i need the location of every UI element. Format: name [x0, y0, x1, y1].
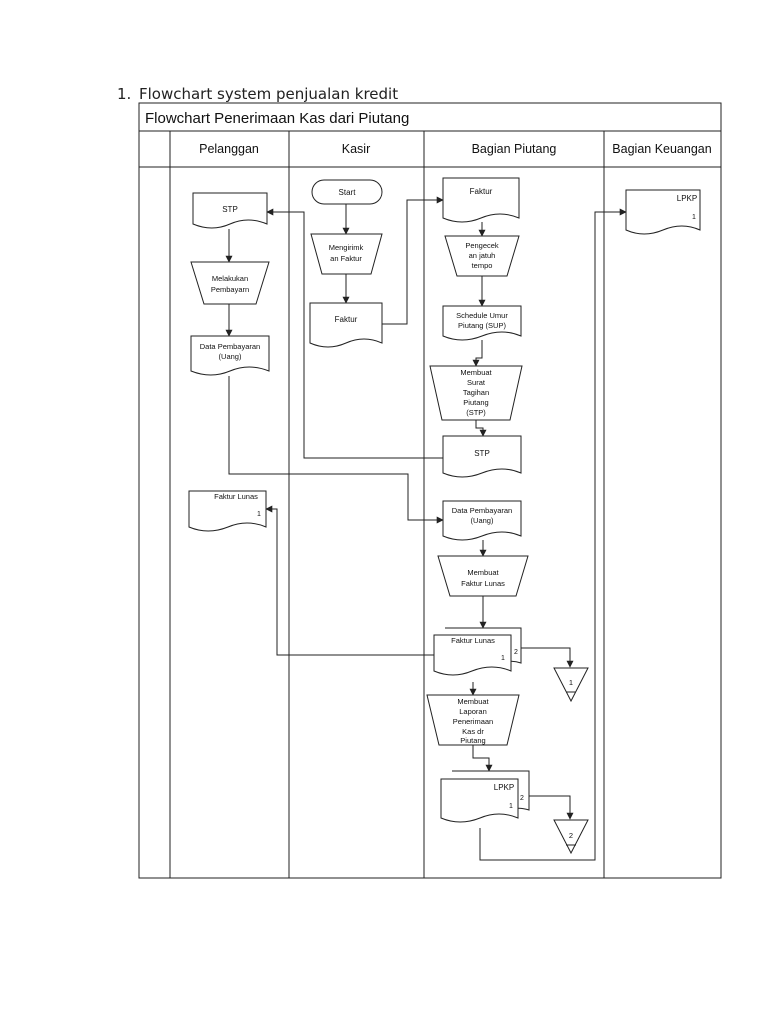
document-heading: 1. Flowchart system penjualan kredit: [117, 85, 398, 103]
arrow-faktur-to-piutang: [382, 196, 444, 325]
document-data-pembayaran-piutang: Data Pembayaran (Uang): [442, 500, 522, 541]
document-stp-piutang: STP: [442, 435, 522, 478]
arrow-stp-to-pelanggan: [266, 208, 443, 459]
copy-number-1: 1: [501, 655, 505, 662]
manual-operation-membuat-laporan: Membuat Laporan Penerimaan Kas dr Piutan…: [426, 694, 520, 746]
document-faktur-piutang: Faktur: [442, 177, 520, 223]
document-label-line-2: Piutang (SUP): [458, 321, 506, 330]
multi-document-faktur-lunas: Faktur Lunas 1 2: [433, 627, 522, 676]
document-label: Faktur: [335, 315, 358, 324]
arrow-laporan-to-lpkp: [472, 745, 493, 772]
document-label: STP: [474, 449, 490, 458]
connectors: [225, 196, 627, 861]
operation-label-line-3: tempo: [472, 261, 493, 270]
archive-label: 2: [569, 831, 573, 840]
arrow-faktur-lunas-to-archive-1: [521, 647, 574, 668]
document-data-pembayaran-pelanggan: Data Pembayaran (Uang): [190, 335, 270, 376]
terminator-label: Start: [339, 188, 357, 197]
multi-document-lpkp: LPKP 1 2: [440, 770, 530, 823]
manual-operation-pengecekan-jatuh-tempo: Pengecek an jatuh tempo: [444, 235, 520, 277]
operation-label-line-3: Penerimaan: [453, 717, 493, 726]
operation-label-line-1: Membuat: [457, 697, 489, 706]
arrow-faktur-lunas-to-pelanggan: [265, 505, 434, 656]
heading-title: Flowchart system penjualan kredit: [139, 85, 399, 103]
lane-header-bagian-keuangan: Bagian Keuangan: [612, 142, 711, 156]
manual-operation-mengirim-faktur: Mengirimk an Faktur: [310, 233, 383, 275]
arrow-data-to-piutang: [228, 376, 444, 524]
document-lpkp-keuangan: LPKP 1: [625, 189, 701, 235]
lane-pelanggan: STP Melakukan Pembayarn Data Pembayaran …: [188, 192, 270, 532]
operation-label-line-2: an jatuh: [469, 251, 496, 260]
operation-label-line-4: Kas dr: [462, 727, 484, 736]
operation-label-line-1: Membuat: [460, 368, 492, 377]
operation-label-line-2: Surat: [467, 378, 486, 387]
document-label-line-1: Data Pembayaran: [452, 506, 512, 515]
document-label-line-1: Schedule Umur: [456, 311, 508, 320]
document-faktur-lunas-pelanggan: Faktur Lunas 1: [188, 490, 267, 532]
operation-label-line-2: Faktur Lunas: [461, 579, 505, 588]
lane-header-bagian-piutang: Bagian Piutang: [472, 142, 557, 156]
operation-label-line-5: (STP): [466, 408, 486, 417]
lane-bagian-piutang: Faktur Pengecek an jatuh tempo Schedule …: [426, 177, 589, 855]
archive-label: 1: [569, 678, 573, 687]
terminator-start: Start: [311, 179, 383, 205]
document-label: Faktur: [470, 187, 493, 196]
document-label: STP: [222, 205, 238, 214]
lane-bagian-keuangan: LPKP 1: [625, 189, 701, 235]
operation-label-line-1: Melakukan: [212, 274, 248, 283]
document-label: LPKP: [677, 194, 697, 203]
document-stp-pelanggan: STP: [192, 192, 268, 229]
manual-operation-membuat-faktur-lunas: Membuat Faktur Lunas: [437, 555, 529, 597]
arrow-lpkp-to-keuangan: [479, 208, 627, 861]
copy-number: 1: [257, 511, 261, 518]
operation-label-line-3: Tagihan: [463, 388, 489, 397]
document-faktur-kasir: Faktur: [309, 302, 383, 348]
operation-label-line-1: Mengirimk: [329, 243, 364, 252]
copy-number-1: 1: [509, 803, 513, 810]
arrow-lpkp-to-archive-2: [529, 795, 574, 820]
document-label-line-1: Data Pembayaran: [200, 342, 260, 351]
operation-label-line-1: Pengecek: [465, 241, 499, 250]
document-label: Faktur Lunas: [451, 636, 495, 645]
lane-kasir: Start Mengirimk an Faktur Faktur: [309, 179, 383, 348]
document-label: LPKP: [494, 783, 514, 792]
operation-label-line-4: Piutang: [463, 398, 488, 407]
archive-1: 1: [553, 667, 589, 703]
operation-label-line-5: Piutang: [460, 736, 485, 745]
flowchart-title: Flowchart Penerimaan Kas dari Piutang: [145, 110, 409, 127]
copy-number-2: 2: [514, 649, 518, 656]
heading-number: 1.: [117, 85, 132, 103]
arrow-membuat-stp-to-stp: [475, 420, 487, 437]
document-label-line-2: (Uang): [219, 352, 242, 361]
operation-label-line-2: Laporan: [459, 707, 487, 716]
lane-header-kasir: Kasir: [342, 142, 370, 156]
copy-number-2: 2: [520, 795, 524, 802]
archive-2: 2: [553, 819, 589, 855]
operation-label-line-2: Pembayarn: [211, 285, 249, 294]
manual-operation-melakukan-pembayaran: Melakukan Pembayarn: [190, 261, 270, 305]
document-schedule-umur-piutang: Schedule Umur Piutang (SUP): [442, 305, 522, 341]
document-label-line-2: (Uang): [471, 516, 494, 525]
lane-header-pelanggan: Pelanggan: [199, 142, 259, 156]
copy-number: 1: [692, 214, 696, 221]
arrow-schedule-to-membuat-stp: [472, 340, 483, 367]
operation-label-line-2: an Faktur: [330, 254, 362, 263]
manual-operation-membuat-stp: Membuat Surat Tagihan Piutang (STP): [429, 365, 523, 421]
document-label: Faktur Lunas: [214, 492, 258, 501]
operation-label-line-1: Membuat: [467, 568, 499, 577]
